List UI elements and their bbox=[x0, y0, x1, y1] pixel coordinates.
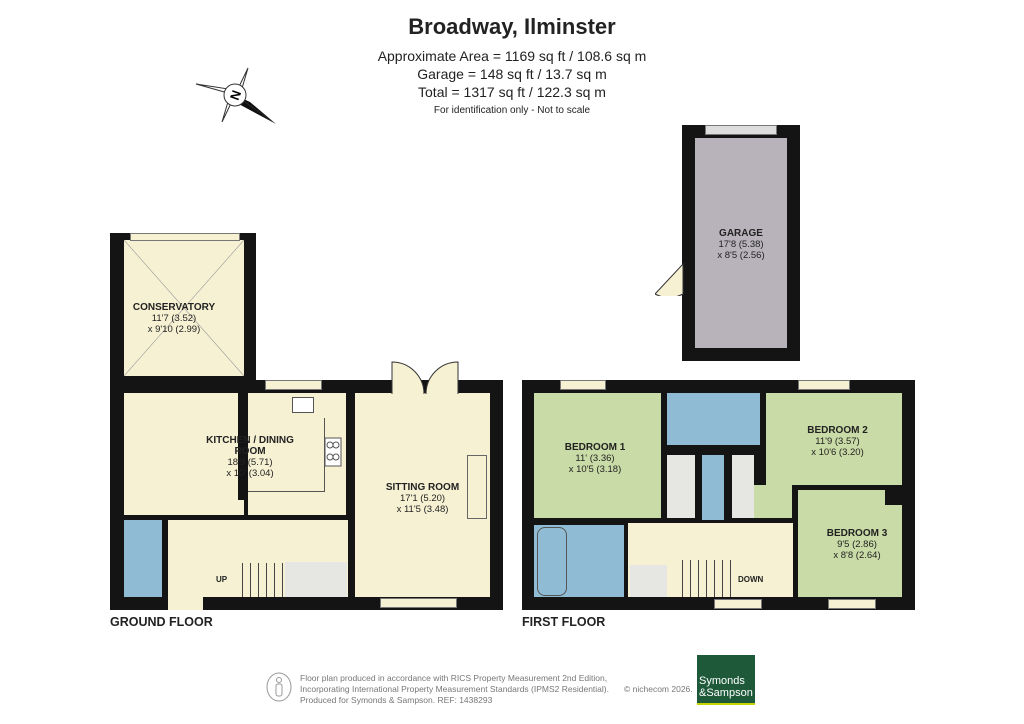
cupboard bbox=[667, 455, 695, 518]
understairs-cupboard bbox=[285, 562, 347, 597]
copyright: © nichecom 2026. bbox=[624, 684, 693, 694]
stairs bbox=[235, 563, 285, 597]
plan-title: Broadway, Ilminster bbox=[408, 14, 616, 39]
scale-note: For identification only - Not to scale bbox=[433, 105, 591, 116]
sink-icon bbox=[292, 397, 314, 413]
garage-side-door bbox=[655, 262, 684, 296]
fireplace bbox=[467, 455, 487, 519]
shower bbox=[702, 455, 724, 520]
hob-icon bbox=[324, 437, 342, 467]
bathroom bbox=[534, 525, 624, 597]
cupboard bbox=[732, 455, 754, 518]
symonds-sampson-logo: Symonds&Sampson bbox=[697, 655, 755, 705]
bedroom-2 bbox=[766, 393, 902, 485]
front-door[interactable] bbox=[168, 597, 203, 610]
ground-floor-label: GROUND FLOOR bbox=[110, 615, 213, 629]
stairs-down-label: DOWN bbox=[738, 575, 764, 584]
area-line: Total = 1317 sq ft / 122.3 sq m bbox=[418, 84, 606, 100]
ensuite bbox=[667, 393, 760, 445]
garage-room bbox=[695, 138, 787, 348]
first-floor-label: FIRST FLOOR bbox=[522, 615, 606, 629]
person-icon bbox=[266, 672, 292, 702]
footer-text: Floor plan produced in accordance with R… bbox=[300, 673, 609, 705]
stairs bbox=[675, 560, 733, 597]
area-line: Approximate Area = 1169 sq ft / 108.6 sq… bbox=[377, 48, 647, 64]
wc bbox=[124, 520, 162, 597]
compass-north-icon: N bbox=[195, 67, 276, 124]
bedroom-3 bbox=[798, 490, 885, 597]
bath-icon bbox=[537, 527, 567, 596]
bedroom-1 bbox=[534, 393, 661, 518]
dining-room bbox=[124, 393, 238, 515]
stairs-up-label: UP bbox=[216, 575, 228, 584]
garage-door bbox=[705, 125, 777, 135]
area-line: Garage = 148 sq ft / 13.7 sq m bbox=[417, 66, 607, 82]
